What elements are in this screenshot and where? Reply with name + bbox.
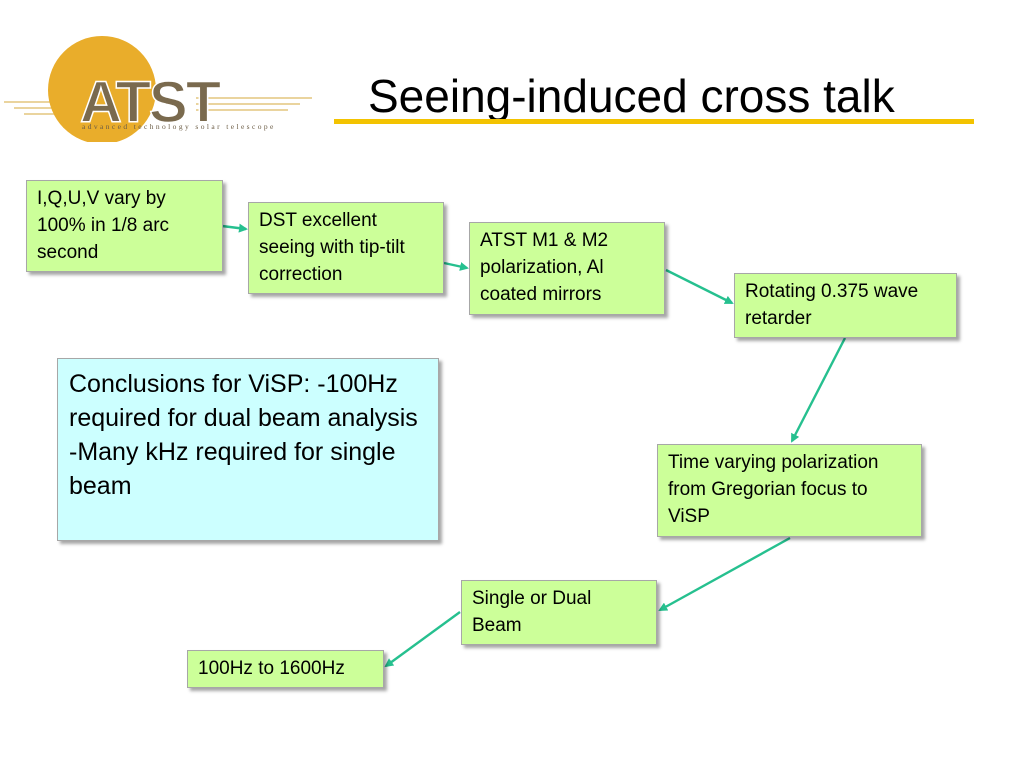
step-box-variation: I,Q,U,V vary by 100% in 1/8 arc second (26, 180, 223, 272)
conclusions-line-single-beam: -Many kHz required for single beam (69, 438, 396, 500)
step-box-beam-mode: Single or Dual Beam (461, 580, 657, 645)
slide-title: Seeing-induced cross talk (368, 70, 895, 122)
logo-sun (48, 36, 156, 142)
arrow-box6-to-box7 (384, 611, 461, 668)
arrow-box2-to-box3 (443, 261, 469, 271)
step-box-mirror-polarization: ATST M1 & M2 polarization, Al coated mir… (469, 222, 665, 315)
step-box-frequency-range: 100Hz to 1600Hz (187, 650, 384, 688)
arrow-box5-to-box6 (658, 536, 791, 612)
step-box-dst-seeing: DST excellent seeing with tip-tilt corre… (248, 202, 444, 294)
arrow-box1-to-box2 (221, 223, 248, 233)
step-box-frequency-range-text: 100Hz to 1600Hz (198, 658, 345, 679)
step-box-retarder-text: Rotating 0.375 wave retarder (745, 281, 919, 329)
step-box-time-varying: Time varying polarization from Gregorian… (657, 444, 922, 537)
step-box-dst-seeing-text: DST excellent seeing with tip-tilt corre… (259, 210, 405, 285)
conclusions-box: Conclusions for ViSP: -100Hz required fo… (57, 358, 439, 541)
step-box-mirror-polarization-text: ATST M1 & M2 polarization, Al coated mir… (480, 230, 609, 305)
conclusions-line-dual-beam: Conclusions for ViSP: -100Hz required fo… (69, 370, 418, 432)
arrow-box3-to-box4 (665, 268, 734, 305)
step-box-variation-text: I,Q,U,V vary by 100% in 1/8 arc second (37, 188, 170, 263)
step-box-beam-mode-text: Single or Dual Beam (472, 588, 592, 636)
logo-tagline: advanced technology solar telescope (82, 122, 276, 131)
atst-logo: ATST advanced technology solar telescope (4, 36, 312, 142)
title-underline (334, 119, 974, 124)
arrow-box4-to-box5 (790, 337, 847, 443)
step-box-time-varying-text: Time varying polarization from Gregorian… (668, 452, 879, 527)
logo-wordmark: ATST (80, 70, 221, 135)
step-box-retarder: Rotating 0.375 wave retarder (734, 273, 957, 338)
